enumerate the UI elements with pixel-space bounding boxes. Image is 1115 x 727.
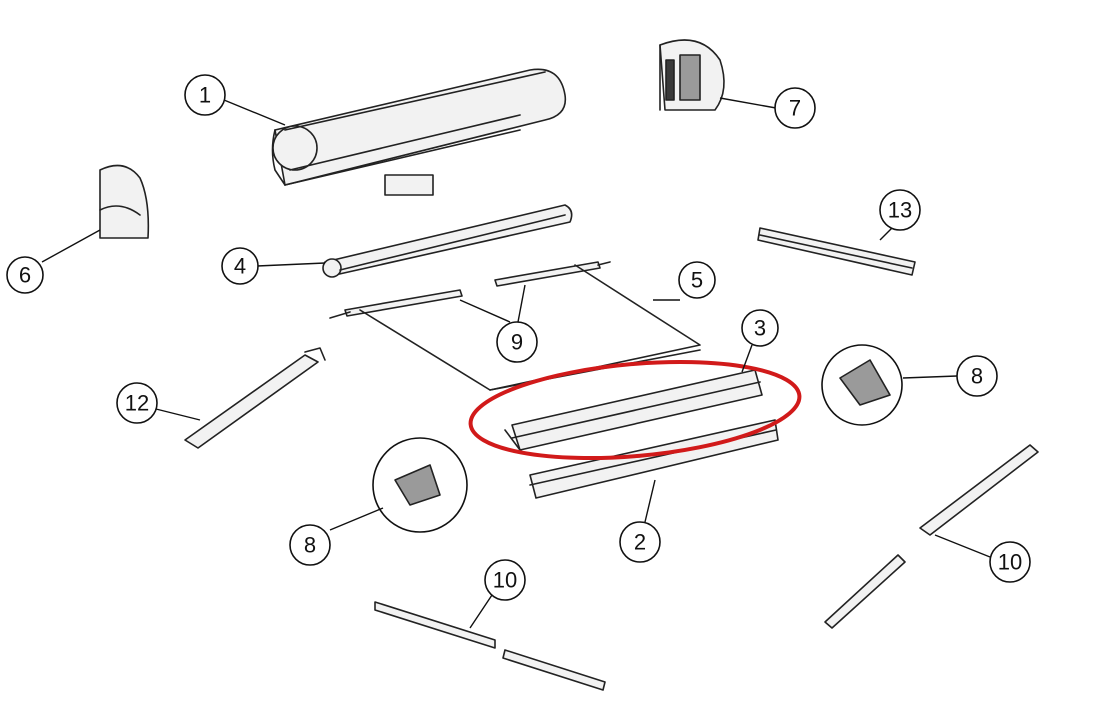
svg-text:13: 13: [888, 198, 912, 223]
part-9-spring-shafts: [329, 261, 611, 319]
part-10-arm-bottom: [374, 601, 606, 691]
highlight-part-3: [468, 359, 802, 461]
part-13-bracket-rail: [757, 227, 916, 276]
part-10-arm-right-upper: [919, 444, 1039, 536]
svg-text:12: 12: [125, 391, 149, 416]
svg-text:9: 9: [511, 330, 523, 355]
callout-1: 1: [184, 74, 226, 116]
part-12-arm: [184, 347, 326, 449]
callout-9: 9: [496, 321, 538, 363]
callout-10-bottom: 10: [484, 559, 526, 601]
part-1-cassette-housing: [271, 68, 567, 196]
svg-text:2: 2: [634, 530, 646, 555]
svg-text:6: 6: [19, 263, 31, 288]
svg-text:7: 7: [789, 96, 801, 121]
part-3-front-profile: [504, 369, 763, 451]
svg-text:1: 1: [199, 83, 211, 108]
callout-6: 6: [6, 256, 44, 294]
callout-8-left: 8: [289, 524, 331, 566]
svg-text:3: 3: [754, 316, 766, 341]
svg-text:8: 8: [971, 364, 983, 389]
callout-13: 13: [879, 189, 921, 231]
callout-7: 7: [774, 87, 816, 129]
part-10-arm-right-lower: [824, 554, 906, 629]
callout-12: 12: [116, 382, 158, 424]
svg-text:5: 5: [691, 268, 703, 293]
part-8-detail-left: [372, 437, 468, 533]
part-6-left-end-cap: [99, 164, 150, 239]
callout-8-right: 8: [956, 355, 998, 397]
svg-text:4: 4: [234, 254, 246, 279]
part-8-detail-right: [821, 344, 903, 426]
callout-3: 3: [741, 309, 779, 347]
callout-2: 2: [619, 521, 661, 563]
part-7-right-end-cap: [659, 39, 725, 111]
svg-text:10: 10: [493, 568, 517, 593]
svg-text:10: 10: [998, 550, 1022, 575]
callout-4: 4: [221, 247, 259, 285]
callout-5: 5: [678, 261, 716, 299]
leader-lines: [41, 97, 991, 629]
svg-text:8: 8: [304, 533, 316, 558]
part-4-roller-tube: [322, 204, 573, 278]
callout-10-right: 10: [989, 541, 1031, 583]
